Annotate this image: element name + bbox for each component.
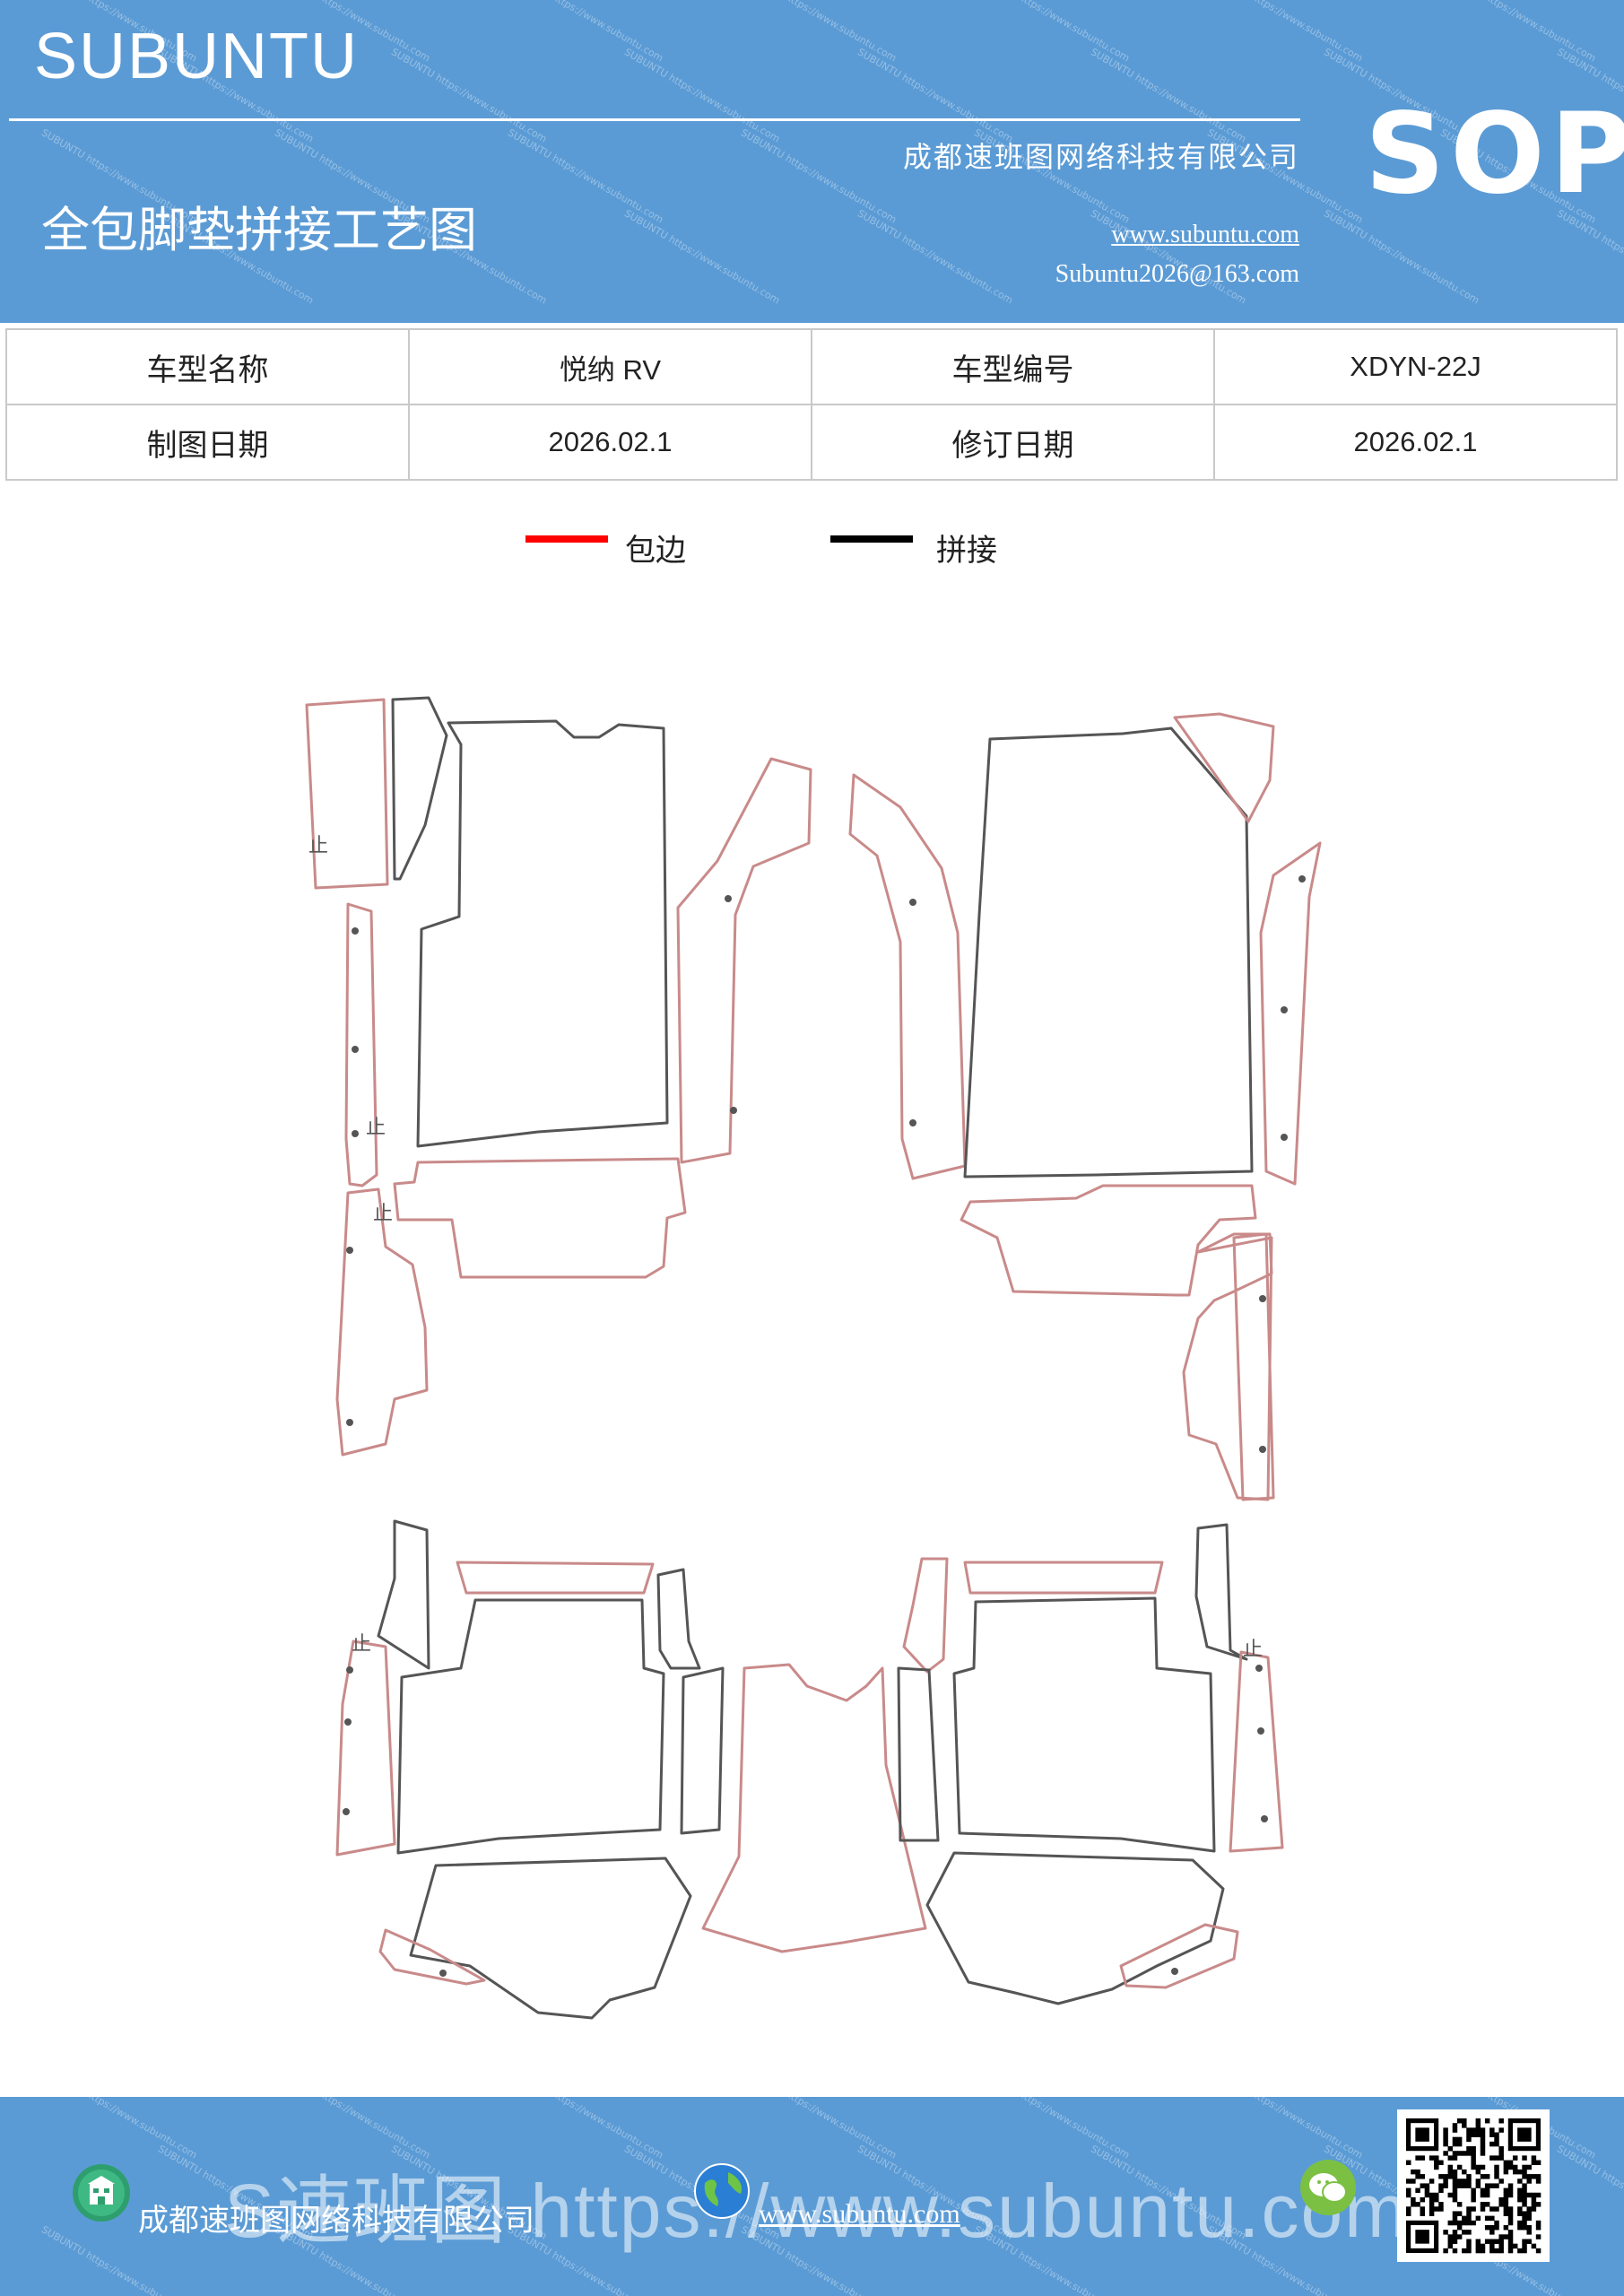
rivet-dot (1259, 1446, 1266, 1453)
watermark-text: SUBUNTU https://www.subuntu.com (1555, 2143, 1624, 2242)
header-divider (9, 118, 1300, 121)
mat-piece (409, 1857, 692, 2020)
vehicle-info-table: 车型名称 悦纳 RV 车型编号 XDYN-22J 制图日期 2026.02.1 … (5, 328, 1618, 481)
company-name: 成都速班图网络科技有限公司 (902, 140, 1299, 174)
mat-piece (902, 1557, 949, 1674)
mat-piece (1194, 1523, 1248, 1661)
revision-date-value: 2026.02.1 (1213, 404, 1618, 481)
model-code-value: XDYN-22J (1213, 328, 1618, 405)
rivet-dot (725, 895, 732, 902)
mat-piece (1173, 712, 1275, 823)
mat-piece (335, 1187, 429, 1457)
rivet-dot (909, 1119, 916, 1126)
rivet-dot (352, 1130, 359, 1137)
stop-marker: 止 (1243, 1639, 1263, 1661)
email-address: Subuntu2026@163.com (1055, 260, 1299, 288)
globe-icon (694, 2163, 750, 2219)
model-name-value: 悦纳 RV (408, 328, 812, 405)
rivet-dot (1257, 1727, 1264, 1735)
model-code-label: 车型编号 (811, 328, 1215, 405)
rivet-dot (343, 1808, 350, 1815)
rivet-dot (1298, 875, 1306, 883)
mat-piece (656, 1568, 701, 1670)
model-name-label: 车型名称 (5, 328, 410, 405)
website-link[interactable]: www.subuntu.com (1111, 221, 1299, 248)
page-title: 全包脚垫拼接工艺图 (41, 202, 477, 258)
footer-company-name: 成都速班图网络科技有限公司 (138, 2203, 534, 2239)
stop-marker: 止 (366, 1117, 386, 1139)
mat-piece (305, 698, 389, 890)
rivet-dot (346, 1247, 353, 1254)
rivet-dot (1259, 1295, 1266, 1302)
mat-piece (344, 902, 378, 1187)
rivet-dot (730, 1107, 737, 1114)
mat-piece (378, 1928, 486, 1986)
mat-piece (377, 1519, 430, 1670)
footer-website-link[interactable]: www.subuntu.com (759, 2199, 960, 2229)
footer-watermark: S速班图 https://www.subuntu.com (224, 2169, 1410, 2253)
mat-piece (416, 719, 669, 1148)
mat-piece (1182, 1232, 1273, 1501)
wechat-icon (1300, 2160, 1356, 2215)
stop-marker: 止 (352, 1633, 371, 1656)
drawing-date-label: 制图日期 (5, 404, 410, 481)
mat-piece (963, 1561, 1164, 1595)
legend-edge-line (525, 535, 608, 543)
mat-piece (897, 1666, 940, 1842)
rivet-dot (1281, 1134, 1288, 1141)
table-row: 车型名称 悦纳 RV 车型编号 XDYN-22J (5, 328, 1618, 405)
mat-piece (396, 1598, 665, 1855)
qr-code (1397, 2109, 1550, 2262)
stop-marker: 止 (373, 1203, 393, 1225)
mat-piece (848, 773, 967, 1180)
sop-badge: SOP (1365, 90, 1624, 219)
mat-piece (960, 1184, 1257, 1297)
table-row: 制图日期 2026.02.1 修订日期 2026.02.1 (5, 404, 1618, 481)
mat-piece (701, 1663, 927, 1953)
mat-piece (963, 726, 1254, 1178)
mat-piece (1232, 1232, 1275, 1501)
watermark-text: SUBUNTU https://www.subuntu.com (39, 2097, 200, 2161)
rivet-dot (346, 1419, 353, 1426)
rivet-dot (346, 1666, 353, 1674)
mat-piece (335, 1639, 396, 1857)
mat-piece (1229, 1650, 1284, 1853)
legend-edge-label: 包边 (625, 533, 686, 569)
mat-piece (1259, 841, 1322, 1186)
mat-piece (1119, 1923, 1239, 1989)
revision-date-label: 修订日期 (811, 404, 1215, 481)
building-icon (73, 2164, 130, 2222)
mat-piece (676, 757, 812, 1164)
drawing-date-value: 2026.02.1 (408, 404, 812, 481)
legend-seam-label: 拼接 (936, 533, 997, 569)
rivet-dot (1261, 1815, 1268, 1822)
mat-piece (391, 696, 448, 881)
rivet-dot (1255, 1665, 1263, 1672)
rivet-dot (1281, 1006, 1288, 1013)
mat-piece (925, 1851, 1225, 2005)
rivet-dot (439, 1970, 447, 1977)
mat-piece (680, 1666, 725, 1835)
rivet-dot (352, 927, 359, 935)
rivet-dot (344, 1718, 352, 1726)
mat-piece (952, 1596, 1216, 1853)
mat-piece (393, 1157, 687, 1279)
brand-logo: SUBUNTU (34, 21, 360, 92)
rivet-dot (352, 1046, 359, 1053)
stop-marker: 止 (308, 835, 328, 857)
rivet-dot (909, 899, 916, 906)
rivet-dot (1171, 1968, 1178, 1975)
mat-piece (456, 1561, 655, 1595)
legend-seam-line (830, 535, 913, 543)
